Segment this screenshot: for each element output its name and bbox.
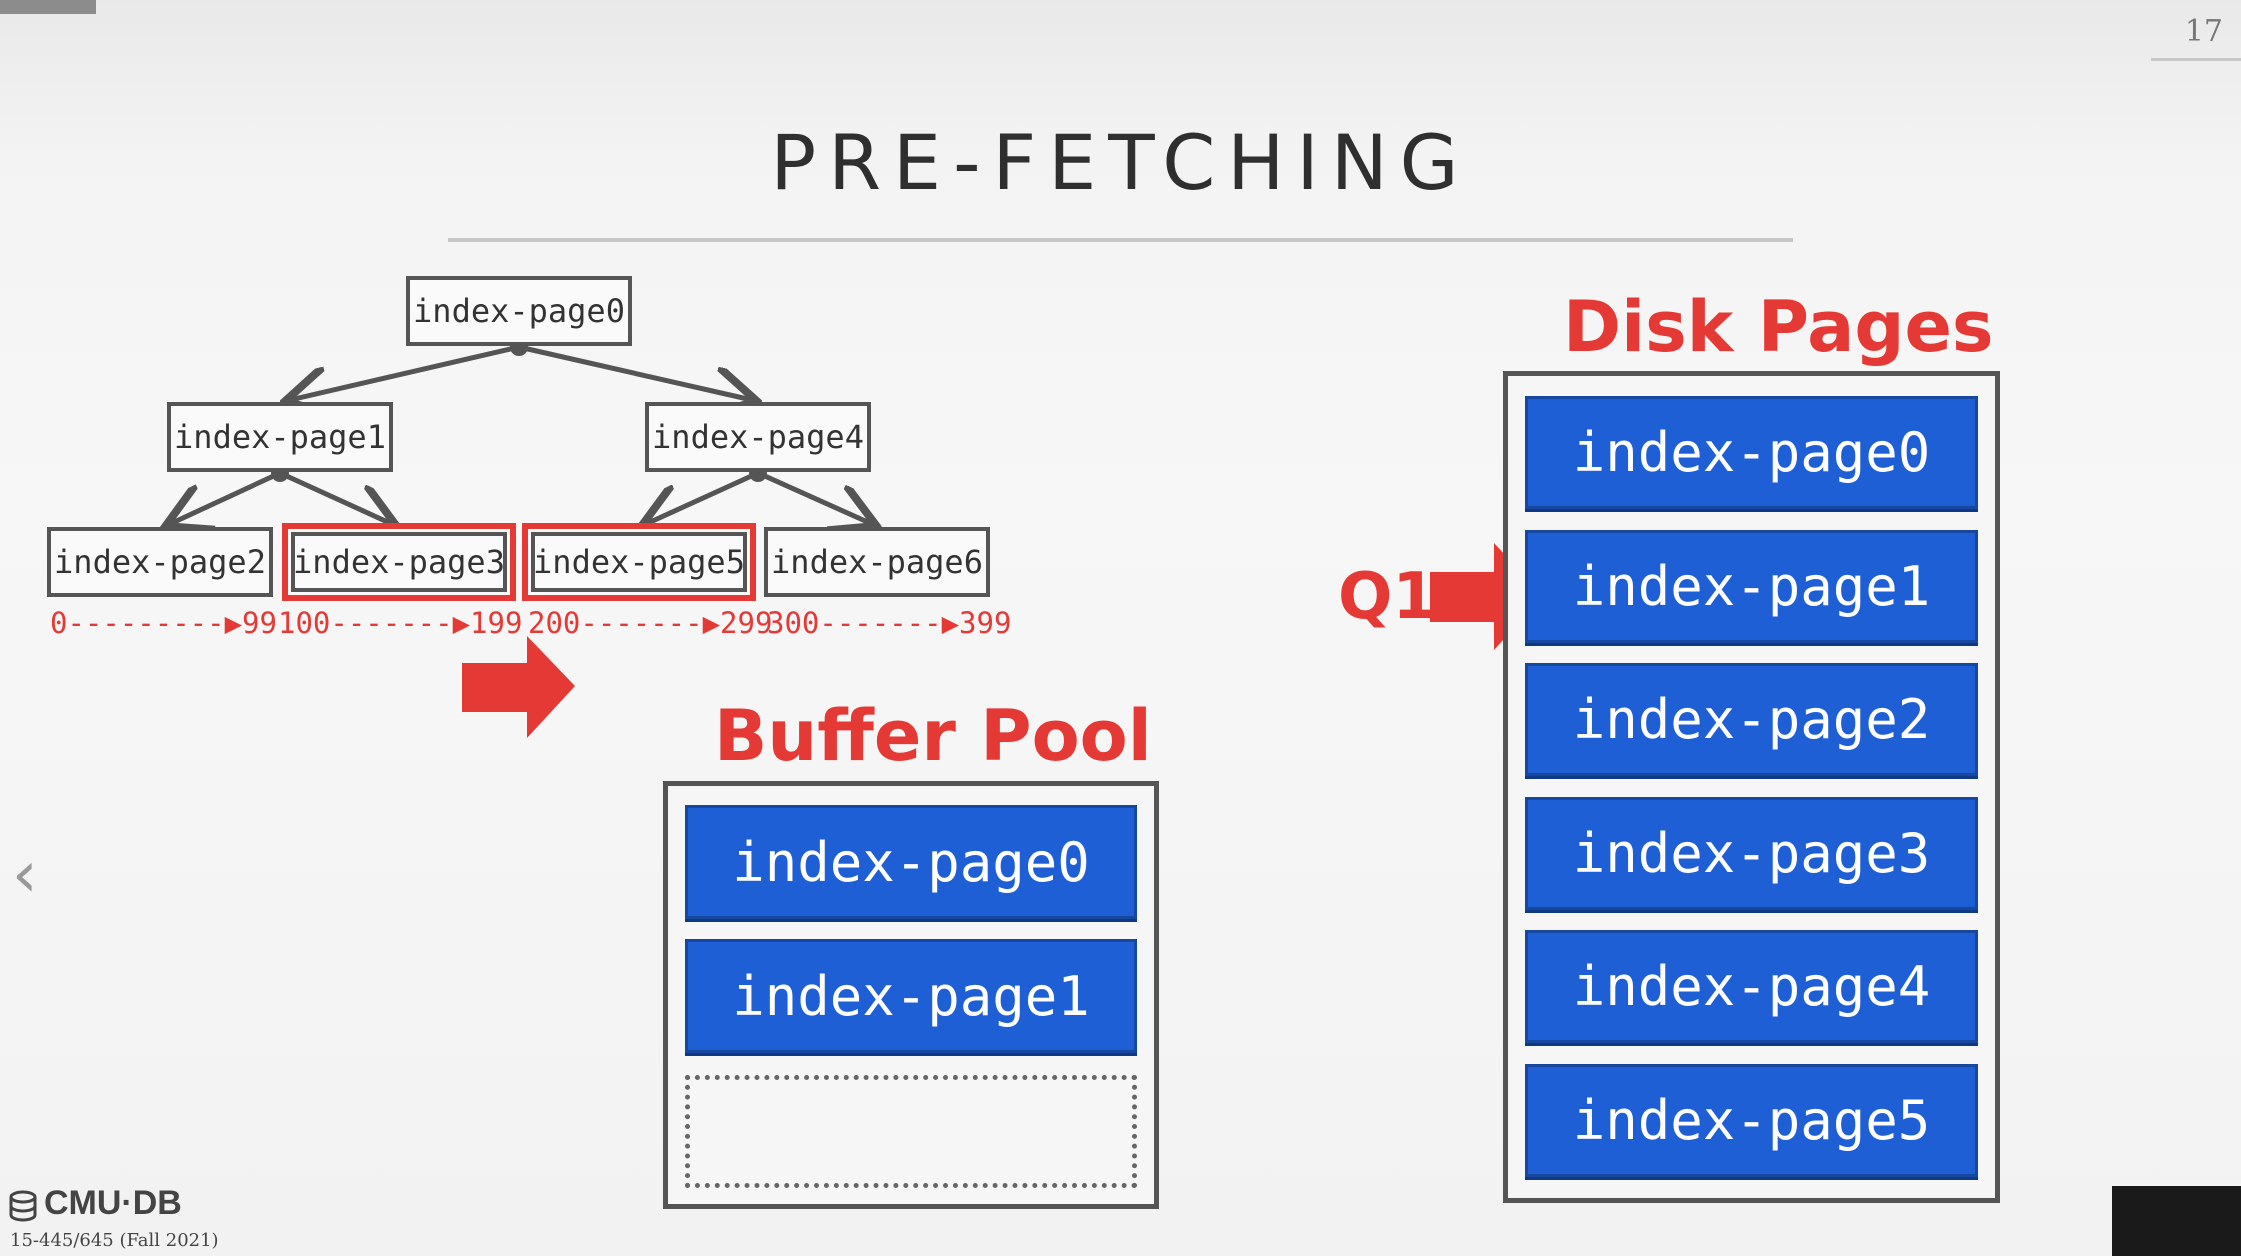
range-label-4: 300-------▶399	[767, 606, 1012, 640]
buffer-pool-slot-2: index-page1	[685, 939, 1137, 1053]
disk-page-3: index-page2	[1525, 663, 1978, 776]
buffer-pool-empty-slot	[685, 1075, 1137, 1188]
prefetch-arrow	[462, 636, 575, 738]
tree-leaf-3-highlighted: index-page5	[522, 523, 756, 601]
tree-node-root: index-page0	[406, 276, 632, 346]
video-corner-overlay	[2112, 1186, 2241, 1256]
edge-root-page4	[518, 344, 752, 400]
course-label: 15-445/645 (Fall 2021)	[10, 1230, 219, 1251]
slide-title: PRE-FETCHING	[770, 118, 1471, 207]
database-stack-icon	[8, 1190, 38, 1228]
tree-node-level1-right: index-page4	[645, 402, 871, 472]
top-tab	[0, 0, 96, 14]
q1-label: Q1	[1338, 560, 1437, 634]
edge-page4-page5	[646, 470, 760, 524]
disk-page-2: index-page1	[1525, 530, 1978, 643]
chevron-left-icon[interactable]: ‹	[12, 838, 38, 912]
cmu-db-logo: CMU·DB	[44, 1184, 182, 1222]
buffer-pool-title: Buffer Pool	[714, 695, 1152, 777]
disk-page-4: index-page3	[1525, 797, 1978, 910]
disk-page-6: index-page5	[1525, 1064, 1978, 1177]
slide-number-rule	[2151, 58, 2241, 61]
title-underline	[448, 238, 1793, 242]
edge-page1-page3	[278, 470, 392, 524]
tree-leaf-1: index-page2	[47, 527, 273, 597]
range-label-3: 200-------▶299	[528, 606, 773, 640]
tree-leaf-2-highlighted: index-page3	[282, 523, 516, 601]
slide-number: 17	[2184, 14, 2223, 49]
tree-leaf-4: index-page6	[764, 527, 990, 597]
disk-pages-title: Disk Pages	[1563, 286, 1994, 368]
edge-page1-page2	[170, 470, 282, 524]
tree-node-level1-left: index-page1	[167, 402, 393, 472]
range-label-2: 100-------▶199	[278, 606, 523, 640]
disk-page-5: index-page4	[1525, 930, 1978, 1043]
edge-root-page1	[290, 344, 520, 400]
buffer-pool-slot-1: index-page0	[685, 805, 1137, 919]
range-label-1: 0---------▶99	[50, 606, 277, 640]
disk-page-1: index-page0	[1525, 396, 1978, 509]
edge-page4-page6	[756, 470, 872, 524]
